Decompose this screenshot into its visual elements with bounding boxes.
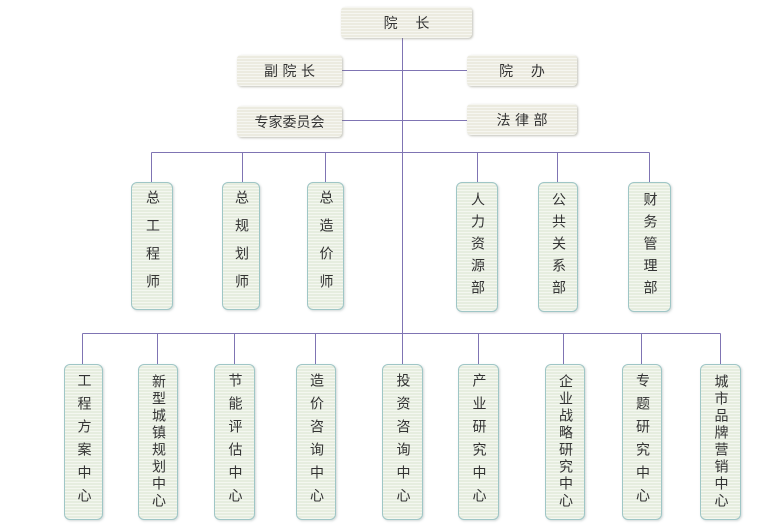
engineering-scheme-center-label: 工程方案中心 bbox=[75, 373, 92, 511]
city-brand-marketing-center-box: 城市品牌营销中心 bbox=[700, 364, 741, 520]
finance-dept-label: 财务管理部 bbox=[641, 192, 658, 302]
industry-research-center-label: 产业研究中心 bbox=[470, 373, 487, 511]
expert-committee-box: 专家委员会 bbox=[237, 106, 342, 137]
chief-engineer-box: 总工程师 bbox=[131, 182, 173, 310]
energy-assessment-center-box: 节能评估中心 bbox=[214, 364, 255, 520]
special-research-center-box: 专题研究中心 bbox=[622, 364, 662, 520]
finance-dept-box: 财务管理部 bbox=[628, 182, 671, 312]
enterprise-strategy-center-box: 企业战略研究中心 bbox=[545, 364, 585, 520]
legal-label: 法 律 部 bbox=[496, 112, 548, 129]
cost-consulting-center-box: 造价咨询中心 bbox=[296, 364, 336, 520]
chief-planner-label: 总规划师 bbox=[233, 190, 249, 302]
expert-committee-label: 专家委员会 bbox=[254, 114, 325, 131]
president-box: 院 长 bbox=[341, 7, 472, 38]
investment-consulting-center-label: 投资咨询中心 bbox=[394, 373, 411, 511]
new-urbanization-planning-center-box: 新型城镇规划中心 bbox=[138, 364, 178, 520]
cost-consulting-center-label: 造价咨询中心 bbox=[308, 373, 324, 511]
pr-dept-label: 公共关系部 bbox=[550, 192, 566, 302]
investment-consulting-center-box: 投资咨询中心 bbox=[382, 364, 423, 520]
hr-dept-box: 人力资源部 bbox=[456, 182, 498, 312]
vice-president-box: 副 院 长 bbox=[237, 55, 342, 86]
office-box: 院 办 bbox=[467, 55, 577, 86]
industry-research-center-box: 产业研究中心 bbox=[458, 364, 499, 520]
energy-assessment-center-label: 节能评估中心 bbox=[226, 373, 243, 511]
enterprise-strategy-center-label: 企业战略研究中心 bbox=[557, 374, 573, 510]
new-urbanization-planning-center-label: 新型城镇规划中心 bbox=[150, 374, 166, 510]
engineering-scheme-center-box: 工程方案中心 bbox=[64, 364, 103, 520]
chief-cost-box: 总造价师 bbox=[307, 182, 344, 310]
chief-planner-box: 总规划师 bbox=[222, 182, 260, 310]
legal-box: 法 律 部 bbox=[467, 104, 577, 135]
special-research-center-label: 专题研究中心 bbox=[634, 373, 650, 511]
pr-dept-box: 公共关系部 bbox=[538, 182, 578, 312]
city-brand-marketing-center-label: 城市品牌营销中心 bbox=[712, 374, 729, 510]
president-label: 院 长 bbox=[383, 15, 430, 32]
office-label: 院 办 bbox=[499, 63, 545, 80]
vice-president-label: 副 院 长 bbox=[264, 63, 315, 80]
chief-engineer-label: 总工程师 bbox=[144, 190, 160, 302]
hr-dept-label: 人力资源部 bbox=[469, 192, 485, 302]
chief-cost-label: 总造价师 bbox=[317, 190, 334, 302]
